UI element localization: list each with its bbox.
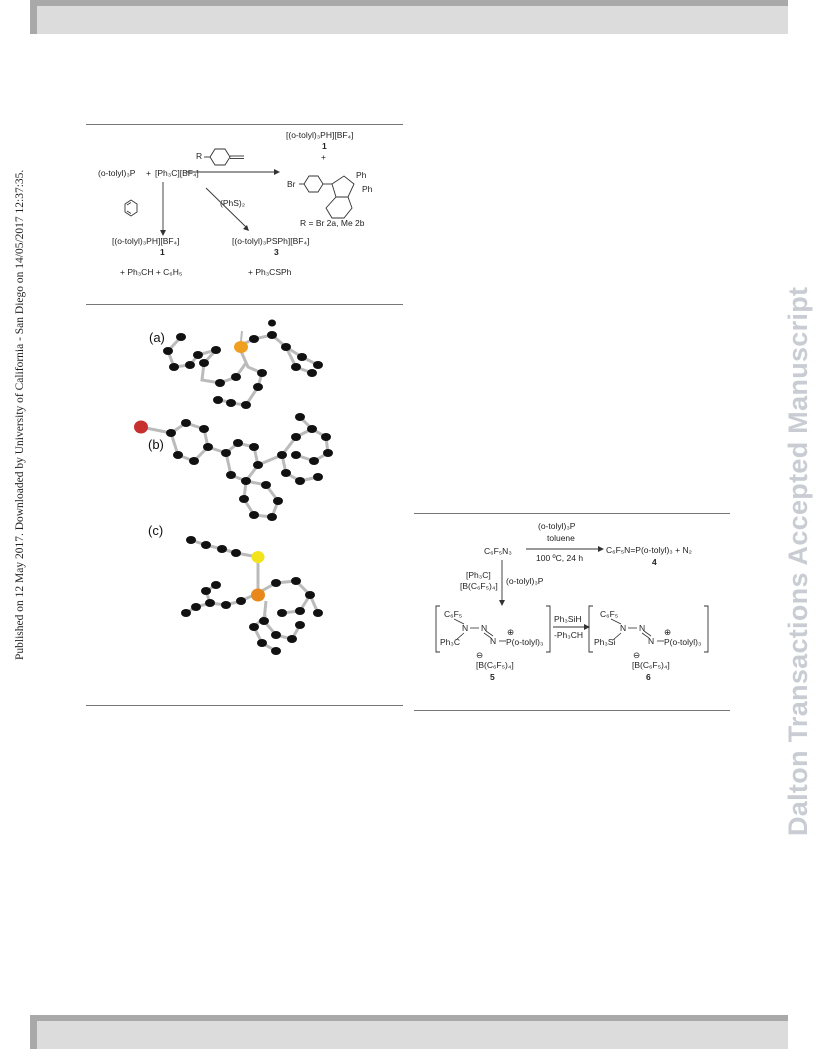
structure-a: [163, 319, 323, 409]
compound6-brackets: [588, 605, 709, 653]
c5-ph3c: Ph₃C: [440, 637, 460, 647]
c6-minus: ⊖: [633, 650, 640, 660]
header-band: [30, 0, 788, 34]
bromine-atom: [134, 420, 148, 434]
structure-b: [134, 413, 333, 521]
indene-structure: [299, 175, 355, 219]
c5-n3: N: [490, 636, 496, 646]
scheme2-reagent-top: (o-tolyl)₃P: [538, 521, 576, 531]
panel-label-a: (a): [149, 330, 165, 345]
scheme2-arrow-5-to-6-head: [584, 624, 590, 630]
reactant-phosphine: (o-tolyl)₃P: [98, 168, 136, 178]
scheme1-bottom-rule: [86, 304, 403, 305]
c6-n2: N: [639, 623, 645, 633]
indene-ph1: Ph: [356, 170, 367, 180]
c6-n1: N: [620, 623, 626, 633]
c6-num: 6: [646, 672, 651, 682]
scheme2-product4-num: 4: [652, 557, 657, 567]
c5-minus: ⊖: [476, 650, 483, 660]
scheme2-start: C₆F₅N₃: [484, 546, 512, 556]
scheme2-conditions: 100 ºC, 24 h: [536, 553, 583, 563]
c5-n2: N: [481, 623, 487, 633]
left-product: [(o-tolyl)₃PH][BF₄]: [112, 236, 179, 246]
scheme2-down-reagent3: (o-tolyl)₃P: [506, 576, 544, 586]
arrow-diagonal-head: [243, 225, 249, 231]
c5-plus: ⊕: [507, 627, 514, 637]
alkyne-ring: [204, 148, 244, 166]
plus-sign: +: [146, 168, 151, 178]
top-product-num: 1: [322, 141, 327, 151]
c6-p: P(o-tolyl)₃: [664, 637, 701, 647]
figure-bottom-rule: [86, 705, 403, 706]
scheme2-arrow-right-head: [598, 546, 604, 552]
c6-anion: [B(C₆F₅)₄]: [632, 660, 670, 670]
reactant-trityl: [Ph₃C][BF₄]: [155, 168, 199, 178]
scheme2-bottom-rule: [414, 710, 730, 711]
panel-label-c: (c): [148, 523, 164, 538]
arrow-reagent-bottom: -Ph₃CH: [554, 630, 583, 640]
structure-c: [181, 536, 323, 655]
phs-reagent: (PhS)₂: [220, 198, 245, 208]
arrow-diagonal: [205, 187, 247, 228]
arrow-reagent-top: Ph₃SiH: [554, 614, 582, 624]
r-substituent-label: R = Br 2a, Me 2b: [300, 218, 365, 228]
phosphorus-atom-a: [234, 341, 248, 353]
panel-label-b: (b): [148, 437, 164, 452]
c6-plus: ⊕: [664, 627, 671, 637]
indene-ph2: Ph: [362, 184, 373, 194]
c5-c6f5: C₆F₅: [444, 609, 462, 619]
compound5-brackets: [435, 605, 551, 653]
c6-c6f5: C₆F₅: [600, 609, 618, 619]
cyclohexadiene-reagent: [124, 199, 138, 217]
top-plus: +: [321, 152, 326, 162]
c5-p: P(o-tolyl)₃: [506, 637, 543, 647]
mid-byproduct: + Ph₃CSPh: [248, 267, 292, 277]
scheme2-top-rule: [414, 513, 730, 514]
arrow-to-indene-head: [274, 169, 280, 175]
scheme2-arrow-down-head: [499, 600, 505, 606]
mid-product-num: 3: [274, 247, 279, 257]
footer-band: [30, 1015, 788, 1049]
hydrogen-bond-a: [240, 330, 243, 342]
indene-br: Br: [287, 179, 296, 189]
scheme1: [(o-tolyl)₃PH][BF₄] 1 + R (o-tolyl)₃P + …: [98, 130, 373, 277]
arrow-down-left-head: [160, 230, 166, 236]
mid-product: [(o-tolyl)₃PSPh][BF₄]: [232, 236, 309, 246]
left-product-num: 1: [160, 247, 165, 257]
c5-anion: [B(C₆F₅)₄]: [476, 660, 514, 670]
accepted-manuscript-watermark: Dalton Transactions Accepted Manuscript: [783, 286, 813, 836]
top-product: [(o-tolyl)₃PH][BF₄]: [286, 130, 353, 140]
alkyne-r: R: [196, 151, 202, 161]
c6-ph3si: Ph₃Si: [594, 637, 616, 647]
scheme2-product4: C₆F₅N=P(o-tolyl)₃ + N₂: [606, 545, 692, 555]
scheme2: (o-tolyl)₃P toluene 100 ºC, 24 h C₆F₅N₃ …: [435, 521, 709, 682]
c6-n3: N: [648, 636, 654, 646]
scheme1-top-rule: [86, 124, 403, 125]
c5-n1: N: [462, 623, 468, 633]
c5-bonds: [453, 618, 506, 642]
c5-num: 5: [490, 672, 495, 682]
left-byproduct: + Ph₃CH + C₆H₅: [120, 267, 182, 277]
phosphorus-atom-c: [251, 588, 265, 602]
download-notice: Published on 12 May 2017. Downloaded by …: [14, 169, 26, 660]
scheme2-down-reagent2: [B(C₆F₅)₄]: [460, 581, 498, 591]
scheme2-solvent: toluene: [547, 533, 575, 543]
sulfur-atom: [251, 551, 265, 563]
scheme2-down-reagent1: [Ph₃C]: [466, 570, 491, 580]
c6-bonds: [610, 618, 664, 642]
crystal-structures: [134, 319, 333, 655]
